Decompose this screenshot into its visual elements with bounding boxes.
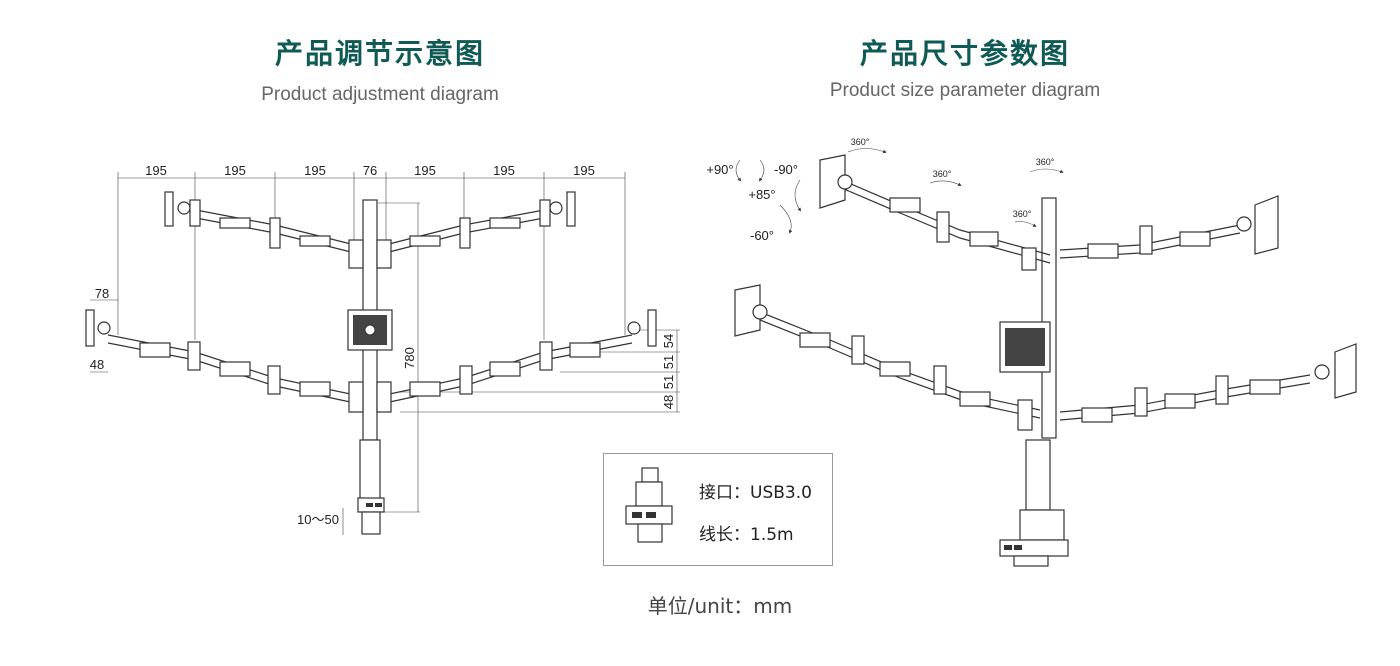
usb-cable-length: 线长：1.5m xyxy=(699,525,794,545)
rotation-360-label: 360° xyxy=(1036,157,1055,167)
size-diagram-subtitle: Product size parameter diagram xyxy=(829,80,1101,101)
adjustment-diagram-title: 产品调节示意图 xyxy=(274,37,485,70)
dim-label: 195 xyxy=(224,163,246,178)
unit-label: 单位/unit：mm xyxy=(647,594,793,618)
left-dimension-labels: 195 195 195 76 195 195 195 78 48 780 54 … xyxy=(90,163,676,527)
dim-label-780: 780 xyxy=(402,347,417,369)
dim-label: 195 xyxy=(304,163,326,178)
usb-base-icon xyxy=(625,467,673,543)
dim-label: 195 xyxy=(493,163,515,178)
rotation-plus90: +90° xyxy=(706,162,733,177)
usb-info-box: 接口：USB3.0 线长：1.5m xyxy=(603,453,833,566)
rotation-minus90: -90° xyxy=(774,162,798,177)
rotation-360-label: 360° xyxy=(851,137,870,147)
dim-label: 51 xyxy=(661,375,676,389)
rotation-plus85: +85° xyxy=(748,187,775,202)
dim-label-48: 48 xyxy=(90,357,104,372)
adjustment-diagram-subtitle: Product adjustment diagram xyxy=(261,84,499,105)
right-mount-drawing xyxy=(734,154,1357,567)
rotation-minus60: -60° xyxy=(750,228,774,243)
rotation-labels: +90° -90° +85° -60° 360° 360° 360° 360° xyxy=(706,137,1054,243)
dim-label: 48 xyxy=(661,395,676,409)
rotation-360-label: 360° xyxy=(1013,209,1032,219)
dim-label: 195 xyxy=(145,163,167,178)
size-diagram-title: 产品尺寸参数图 xyxy=(859,37,1070,70)
left-dimension-lines xyxy=(90,172,680,535)
dim-label: 195 xyxy=(414,163,436,178)
dim-label: 54 xyxy=(661,334,676,348)
rotation-360-label: 360° xyxy=(933,169,952,179)
dim-label: 76 xyxy=(363,163,377,178)
usb-port-spec: 接口：USB3.0 xyxy=(699,483,812,503)
left-mount-drawing xyxy=(85,191,657,535)
dim-label: 195 xyxy=(573,163,595,178)
rotation-arrows xyxy=(735,148,1064,234)
dim-label-clamp: 10～50 xyxy=(297,512,339,527)
dim-label: 51 xyxy=(661,355,676,369)
dim-label-78: 78 xyxy=(95,286,109,301)
